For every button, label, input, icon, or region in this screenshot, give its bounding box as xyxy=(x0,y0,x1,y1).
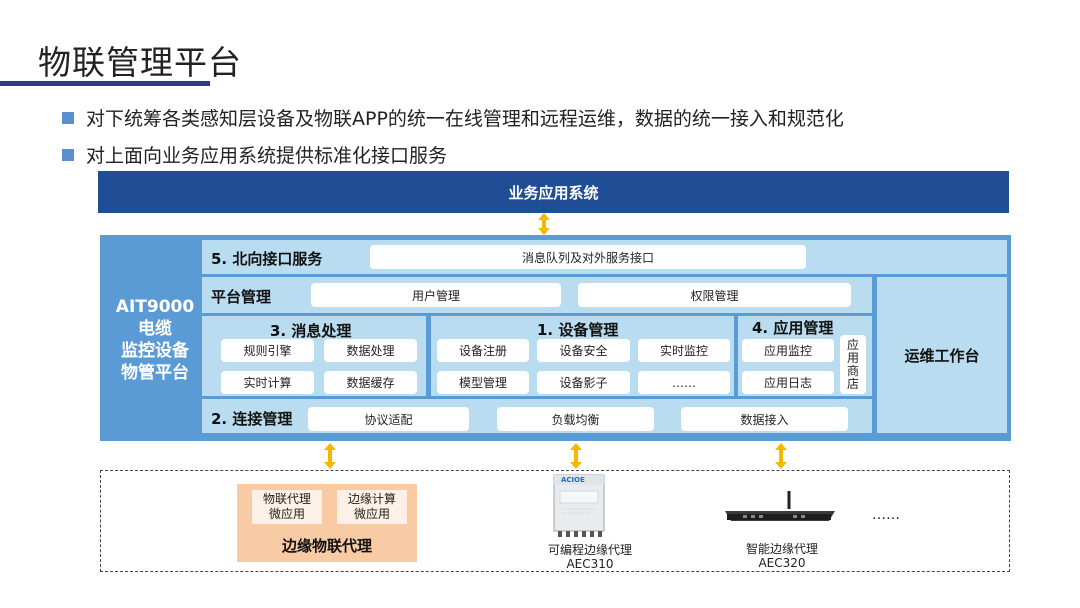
platform-name-line: 监控设备 xyxy=(121,341,189,361)
device-item: 实时监控 xyxy=(638,339,730,362)
platform-name-line: 物管平台 xyxy=(121,363,189,383)
device-title: 1. 设备管理 xyxy=(537,321,619,339)
edge-pill-edge-compute: 边缘计算 微应用 xyxy=(337,490,407,524)
ops-workbench-label: 运维工作台 xyxy=(904,346,980,365)
app-store-char: 店 xyxy=(846,376,859,391)
device1-name: 可编程边缘代理 xyxy=(547,543,632,557)
message-item: 数据处理 xyxy=(324,339,417,362)
device-item: 设备安全 xyxy=(537,339,630,362)
business-system-label: 业务应用系统 xyxy=(508,183,599,202)
edge-pill-iot-proxy: 物联代理 微应用 xyxy=(252,490,322,524)
app-store: 应 用 商 店 xyxy=(840,335,866,394)
message-title: 3. 消息处理 xyxy=(270,322,352,340)
platform-mgmt-title: 平台管理 xyxy=(211,288,272,306)
double-arrow-icon xyxy=(324,443,336,469)
double-arrow-icon xyxy=(775,443,787,469)
edge-layer-frame xyxy=(100,470,1010,572)
connection-item: 协议适配 xyxy=(308,407,469,431)
device-item: 设备影子 xyxy=(537,371,630,394)
bullet-1: 对下统筹各类感知层设备及物联APP的统一在线管理和远程运维，数据的统一接入和规范… xyxy=(62,104,844,131)
platform-name-line: AIT9000 xyxy=(115,297,195,317)
smart-edge-device-image xyxy=(725,491,835,521)
message-item: 规则引擎 xyxy=(221,339,314,362)
platform-mgmt-item: 权限管理 xyxy=(578,283,851,307)
platform-mgmt-item: 用户管理 xyxy=(311,283,561,307)
edge-pill-line: 物联代理 xyxy=(262,492,311,506)
message-item: 数据缓存 xyxy=(324,371,417,394)
message-item: 实时计算 xyxy=(221,371,314,394)
more-devices-ellipsis: …… xyxy=(872,507,900,523)
device2-model: AEC320 xyxy=(758,556,806,570)
double-arrow-icon xyxy=(570,443,582,469)
bullet-2: 对上面向业务应用系统提供标准化接口服务 xyxy=(62,141,447,168)
edge-pill-line: 边缘计算 xyxy=(347,492,396,506)
device1-label: 可编程边缘代理 AEC310 xyxy=(534,543,646,571)
title-underline xyxy=(0,81,210,86)
bullet-text: 对上面向业务应用系统提供标准化接口服务 xyxy=(86,145,448,167)
connection-title: 2. 连接管理 xyxy=(211,410,293,428)
platform-name-line: 电缆 xyxy=(138,319,172,339)
app-store-char: 商 xyxy=(846,363,859,378)
edge-pill-line: 微应用 xyxy=(353,507,390,521)
device-brand-label: ACIOE xyxy=(561,476,585,484)
device2-name: 智能边缘代理 xyxy=(745,542,818,556)
bullet-text: 对下统筹各类感知层设备及物联APP的统一在线管理和远程运维，数据的统一接入和规范… xyxy=(86,108,844,130)
ops-workbench-panel: 运维工作台 xyxy=(877,277,1007,433)
programmable-edge-device-image xyxy=(553,474,605,537)
bullet-square-icon xyxy=(62,148,74,161)
bullet-square-icon xyxy=(62,111,74,124)
app-store-char: 应 xyxy=(846,337,859,352)
platform-name: AIT9000 电缆 监控设备 物管平台 xyxy=(110,296,200,384)
device2-label: 智能边缘代理 AEC320 xyxy=(725,542,839,570)
page-title: 物联管理平台 xyxy=(38,43,242,82)
business-system-bar: 业务应用系统 xyxy=(98,171,1009,213)
northbound-item: 消息队列及对外服务接口 xyxy=(370,245,806,269)
edge-pill-line: 微应用 xyxy=(268,507,305,521)
connection-item: 负载均衡 xyxy=(497,407,654,431)
connection-item: 数据接入 xyxy=(681,407,848,431)
app-item: 应用监控 xyxy=(742,339,834,362)
northbound-title: 5. 北向接口服务 xyxy=(211,250,323,268)
app-item: 应用日志 xyxy=(742,371,834,394)
app-store-char: 用 xyxy=(846,350,859,365)
app-title: 4. 应用管理 xyxy=(752,319,834,337)
device-item: 设备注册 xyxy=(437,339,529,362)
double-arrow-icon xyxy=(538,213,550,235)
device1-model: AEC310 xyxy=(566,557,614,571)
device-item: 模型管理 xyxy=(437,371,529,394)
edge-proxy-title: 边缘物联代理 xyxy=(281,537,372,555)
device-item: …… xyxy=(638,371,730,394)
